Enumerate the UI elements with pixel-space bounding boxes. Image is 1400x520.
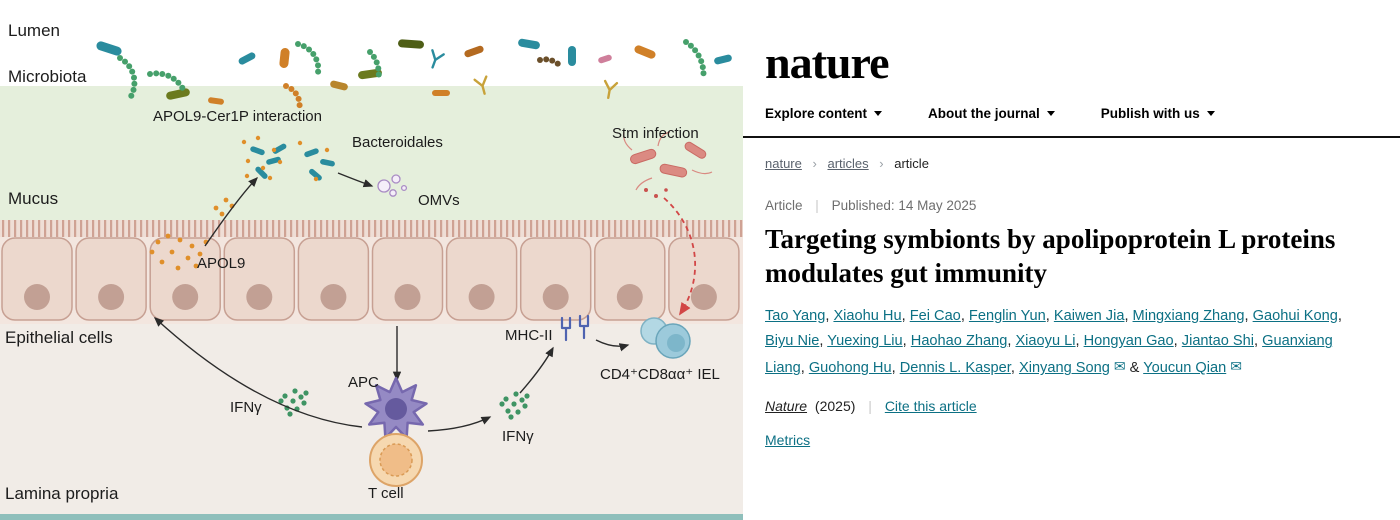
- nature-logo[interactable]: nature: [765, 37, 889, 88]
- nav-explore-content[interactable]: Explore content: [765, 106, 883, 121]
- site-nav: Explore content About the journal Publis…: [765, 106, 1400, 136]
- author-link[interactable]: Guanxiang Liang: [765, 333, 1333, 377]
- nav-label: About the journal: [928, 106, 1040, 121]
- cite-link[interactable]: Cite this article: [884, 398, 977, 415]
- published-date: Published: 14 May 2025: [831, 198, 977, 213]
- figure-svg: [0, 38, 743, 520]
- author-link[interactable]: Yuexing Liu: [827, 333, 903, 350]
- site-header: nature Explore content About the journal…: [743, 0, 1400, 138]
- author-link[interactable]: Jiantao Shi: [1181, 333, 1254, 350]
- author-link[interactable]: Gaohui Kong: [1252, 307, 1338, 324]
- breadcrumb-separator: ›: [812, 156, 817, 171]
- label-apol9-cer1p: APOL9-Cer1P interaction: [153, 108, 322, 125]
- chevron-down-icon: [874, 111, 883, 116]
- label-apc: APC: [348, 374, 379, 391]
- author-link[interactable]: Fenglin Yun: [968, 307, 1046, 324]
- author-link[interactable]: Mingxiang Zhang: [1132, 307, 1245, 324]
- author-link[interactable]: Xinyang Song: [1018, 360, 1110, 377]
- author-link[interactable]: Xiaohu Hu: [833, 307, 902, 324]
- label-lamina-propria: Lamina propria: [5, 484, 119, 503]
- label-epithelial-cells: Epithelial cells: [5, 328, 113, 347]
- mhc2-receptors: [560, 314, 590, 342]
- nav-label: Explore content: [765, 106, 868, 121]
- apc-cell: [364, 376, 428, 440]
- label-ifny-right: IFNγ: [502, 428, 534, 445]
- article-type: Article: [765, 198, 803, 213]
- chevron-down-icon: [1206, 111, 1215, 116]
- breadcrumb-article: article: [894, 156, 929, 171]
- author-link[interactable]: Youcun Qian: [1143, 360, 1227, 377]
- nature-site-panel: nature Explore content About the journal…: [743, 0, 1400, 520]
- label-lumen: Lumen: [8, 21, 60, 40]
- author-link[interactable]: Haohao Zhang: [910, 333, 1008, 350]
- author-link[interactable]: Biyu Nie: [765, 333, 820, 350]
- label-mhc2: MHC-II: [505, 327, 553, 344]
- stm-bacteria: [623, 131, 713, 198]
- article-header: nature › articles › article Article | Pu…: [743, 138, 1400, 414]
- author-link[interactable]: Tao Yang: [765, 307, 826, 324]
- label-mucus: Mucus: [8, 189, 59, 208]
- nav-label: Publish with us: [1100, 106, 1200, 121]
- label-ifny-left: IFNγ: [230, 399, 262, 416]
- iel-cells: [640, 317, 691, 359]
- label-t-cell: T cell: [368, 485, 404, 502]
- apol9-cer1p-clusters: [241, 135, 335, 182]
- label-iel: CD4⁺CD8αα⁺ IEL: [600, 366, 720, 383]
- author-link[interactable]: Xiaoyu Li: [1015, 333, 1076, 350]
- mucus-zone: [0, 86, 743, 220]
- signal-arrows: [153, 172, 697, 432]
- label-omvs: OMVs: [418, 192, 460, 209]
- journal-link[interactable]: Nature: [765, 398, 808, 415]
- author-link[interactable]: Dennis L. Kasper: [899, 360, 1011, 377]
- email-icon[interactable]: ✉: [1230, 358, 1242, 375]
- breadcrumb-separator: ›: [879, 156, 884, 171]
- epithelial-cell-row: [1, 237, 740, 321]
- label-microbiota: Microbiota: [8, 67, 87, 86]
- email-icon[interactable]: ✉: [1113, 358, 1126, 375]
- omv-vesicles: [377, 174, 408, 197]
- article-meta: Article | Published: 14 May 2025: [765, 198, 1370, 213]
- author-list: Tao Yang, Xiaohu Hu, Fei Cao, Fenglin Yu…: [765, 304, 1370, 383]
- journal-separator: |: [868, 398, 872, 415]
- author-link[interactable]: Kaiwen Jia: [1053, 307, 1125, 324]
- microbiota-icons: [96, 38, 732, 109]
- apol9-dots: [149, 197, 235, 271]
- author-link[interactable]: Hongyan Gao: [1083, 333, 1174, 350]
- article-figure: Lumen Microbiota APOL9-Cer1P interaction…: [0, 21, 743, 520]
- label-bacteroidales: Bacteroidales: [352, 134, 443, 151]
- breadcrumb: nature › articles › article: [765, 156, 1370, 171]
- lamina-propria-zone: [0, 324, 743, 514]
- nav-publish-with-us[interactable]: Publish with us: [1101, 106, 1215, 121]
- brush-border: [0, 220, 743, 237]
- author-link[interactable]: Guohong Hu: [808, 360, 892, 377]
- label-stm-infection: Stm infection: [612, 125, 699, 142]
- article-title: Targeting symbionts by apolipoprotein L …: [765, 224, 1336, 288]
- metrics-link[interactable]: Metrics: [765, 432, 811, 449]
- label-apol9: APOL9: [197, 255, 246, 272]
- chevron-down-icon: [1046, 111, 1055, 116]
- figure-bottom-strip: [0, 514, 743, 520]
- meta-separator: |: [815, 198, 819, 213]
- author-link[interactable]: Fei Cao: [909, 307, 961, 324]
- nav-about-the-journal[interactable]: About the journal: [928, 106, 1055, 121]
- t-cell: [369, 433, 423, 487]
- breadcrumb-nature[interactable]: nature: [765, 156, 802, 171]
- journal-line: Nature (2025) | Cite this article: [765, 398, 1370, 414]
- breadcrumb-articles[interactable]: articles: [827, 156, 869, 171]
- journal-year: (2025): [814, 398, 856, 415]
